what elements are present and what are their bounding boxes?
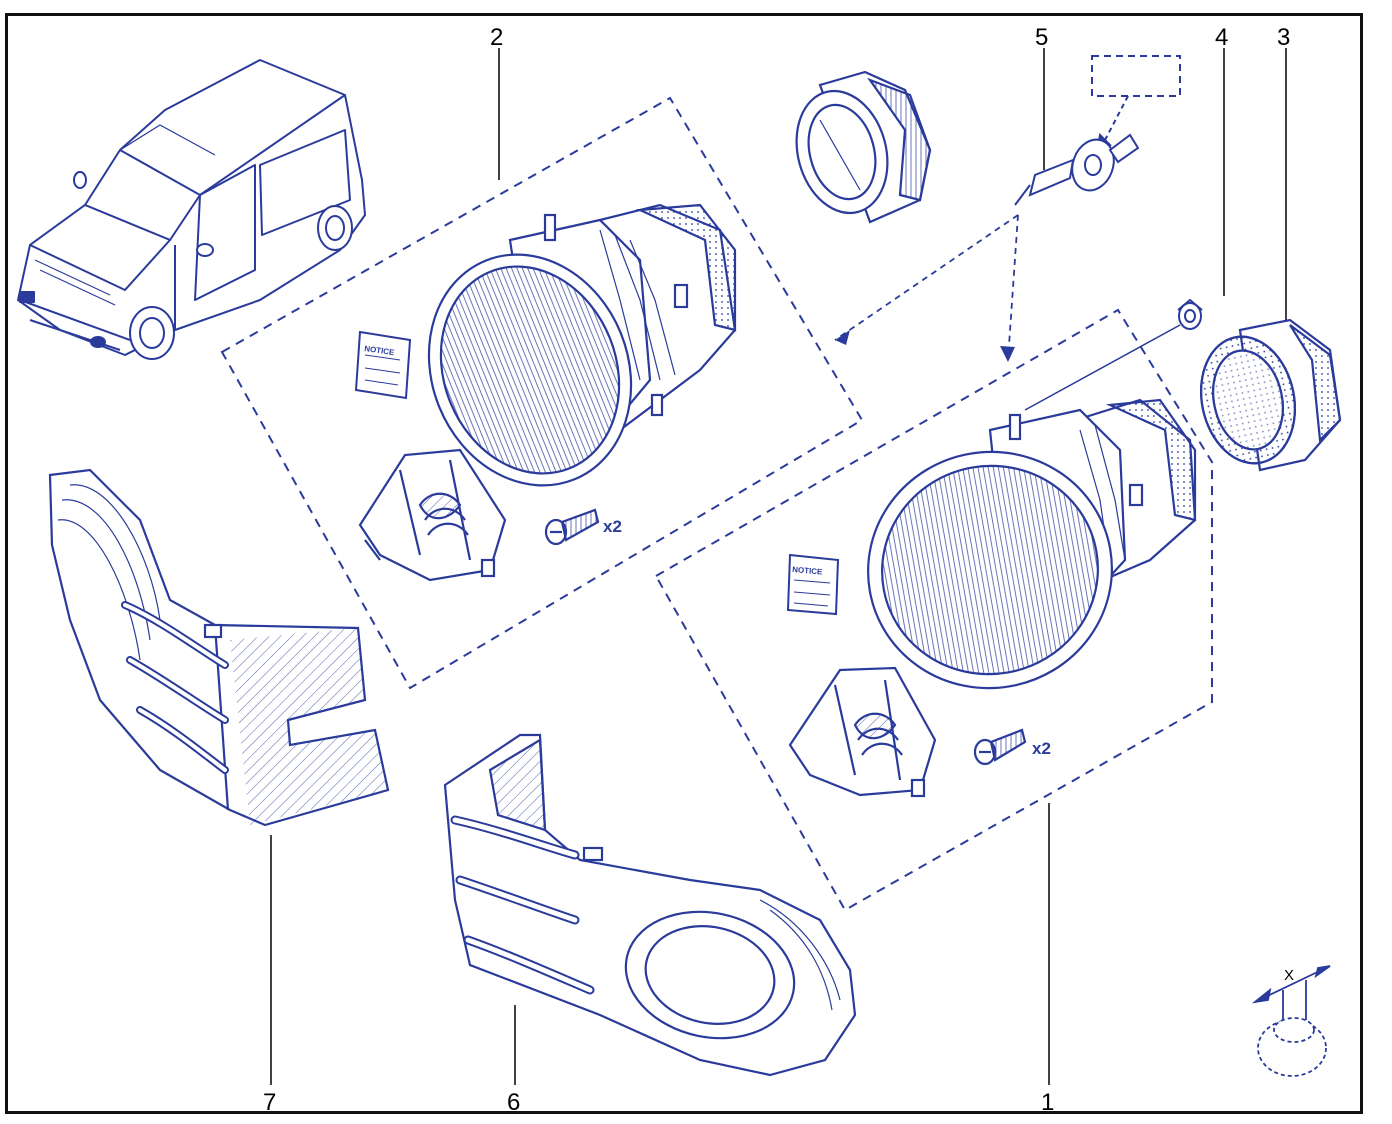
bulb-item-5 bbox=[1014, 55, 1181, 206]
van-illustration bbox=[17, 59, 366, 360]
bulb-guide-right-arrow bbox=[1000, 346, 1015, 362]
dimension-symbol bbox=[1251, 965, 1331, 1077]
notice-label-left: NOTICE bbox=[364, 344, 396, 357]
callout-7: 7 bbox=[263, 1089, 276, 1116]
fog-lamp-left bbox=[427, 203, 737, 487]
bezel-item-7 bbox=[48, 468, 390, 827]
mounting-bracket-right bbox=[788, 666, 937, 798]
screw-left bbox=[544, 508, 600, 546]
adapter-ring-top bbox=[795, 70, 932, 224]
screw-right bbox=[973, 728, 1027, 766]
kit-outline-left bbox=[220, 96, 864, 690]
notice-booklet-left bbox=[354, 330, 412, 400]
bezel-item-6 bbox=[443, 733, 857, 1077]
notice-label-right: NOTICE bbox=[792, 565, 824, 577]
callout-4: 4 bbox=[1215, 24, 1228, 51]
bulb-guide-left bbox=[834, 214, 1019, 341]
quantity-label-left: x2 bbox=[603, 517, 622, 536]
callout-1: 1 bbox=[1041, 1089, 1054, 1116]
callout-leaders bbox=[270, 48, 1287, 1085]
callout-3: 3 bbox=[1277, 24, 1290, 51]
bulb-guide-right bbox=[1007, 214, 1019, 361]
nut-item-4 bbox=[1177, 298, 1203, 330]
mounting-bracket-left bbox=[358, 448, 507, 582]
callout-2: 2 bbox=[490, 24, 503, 51]
fog-lamp-right bbox=[867, 398, 1197, 690]
notice-booklet-right bbox=[786, 553, 840, 616]
adapter-ring-item-3 bbox=[1199, 318, 1342, 472]
quantity-label-right: x2 bbox=[1032, 739, 1051, 758]
bulb-guide-left-arrow bbox=[835, 330, 850, 345]
nut-guide-line bbox=[1024, 324, 1181, 411]
dimension-label: X bbox=[1284, 967, 1294, 984]
callout-6: 6 bbox=[507, 1089, 520, 1116]
callout-5: 5 bbox=[1035, 24, 1048, 51]
